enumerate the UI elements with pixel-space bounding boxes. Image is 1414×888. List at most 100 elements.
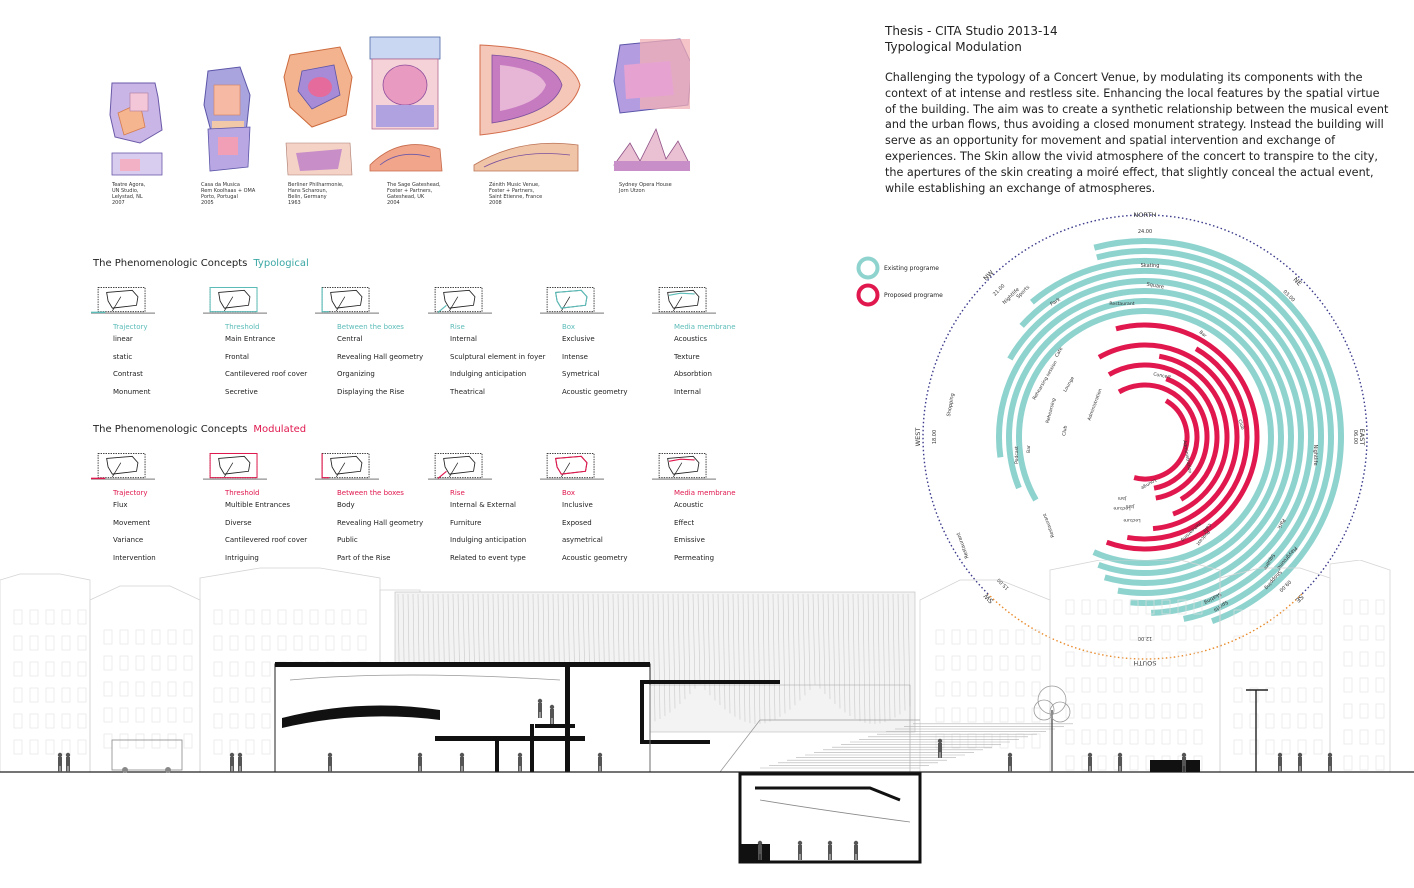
skin-fin	[717, 593, 721, 706]
proposed-program-label: Jam	[1117, 495, 1127, 501]
window	[13, 609, 23, 625]
window	[1233, 635, 1243, 651]
window	[77, 635, 87, 651]
skin-fin	[762, 593, 766, 724]
concept-item: Intriguing	[225, 553, 259, 562]
window	[1129, 677, 1139, 693]
existing-program-label: Shopping	[946, 393, 956, 417]
window	[1359, 625, 1369, 641]
concepts-heading-text: The Phenomenologic Concepts	[93, 424, 248, 435]
proposed-program-label: Administration	[1181, 440, 1193, 474]
window	[77, 687, 87, 703]
concept-item: Acoustics	[674, 335, 708, 343]
window	[1031, 629, 1041, 645]
title-line-2: Typological Modulation	[885, 40, 1022, 54]
radial-diagram-svg: NORTHSOUTHEASTWESTNENWSESW24.0012.0018.0…	[914, 211, 1368, 667]
window	[1081, 677, 1091, 693]
window	[293, 635, 303, 651]
window	[1343, 755, 1353, 771]
window	[1281, 609, 1291, 625]
proposed-program-label: Cafe	[1201, 522, 1212, 534]
existing-program-arc	[996, 288, 1294, 586]
window	[357, 609, 367, 625]
legend-proposed-ring	[856, 283, 880, 307]
skin-fin	[707, 593, 711, 696]
window	[983, 733, 993, 749]
window	[213, 609, 223, 625]
proposed-program-arc	[1126, 346, 1250, 542]
window	[935, 681, 945, 697]
skin-fin	[867, 593, 871, 724]
window	[1297, 635, 1307, 651]
concept-item: Monument	[113, 387, 151, 396]
proposed-program-arc	[1105, 322, 1260, 552]
window	[1145, 729, 1155, 745]
concept-thumbnail	[540, 453, 604, 480]
direction-ne: NE	[1291, 276, 1303, 288]
window	[1113, 625, 1123, 641]
window	[1297, 661, 1307, 677]
concept-name: Media membrane	[674, 323, 736, 331]
window	[229, 739, 239, 755]
skin-fin	[677, 593, 681, 705]
skin-fin	[802, 593, 806, 696]
skin-fin	[902, 593, 906, 711]
bench	[1150, 760, 1200, 772]
window	[1343, 651, 1353, 667]
window	[183, 707, 193, 723]
window	[1129, 703, 1139, 719]
ref-caption: Casa da Musica Rem Koolhaas + OMA Porto,…	[201, 182, 256, 206]
window	[1113, 599, 1123, 615]
window	[1281, 739, 1291, 755]
concept-name: Box	[562, 323, 576, 331]
section-drawing-svg	[0, 559, 1414, 864]
window	[61, 609, 71, 625]
skin-fin	[897, 593, 901, 715]
window	[1065, 729, 1075, 745]
skin-fin	[847, 593, 851, 717]
window	[61, 739, 71, 755]
window	[135, 629, 145, 645]
window	[1375, 599, 1385, 615]
ref-plan-sydney	[613, 38, 693, 171]
skin-fin	[797, 593, 801, 701]
window	[1161, 729, 1171, 745]
skin-fin	[872, 593, 876, 724]
window	[999, 655, 1009, 671]
existing-program-arc	[1093, 238, 1344, 624]
window	[1129, 599, 1139, 615]
window	[245, 713, 255, 729]
window	[1233, 713, 1243, 729]
window	[13, 635, 23, 651]
skin-fin	[812, 593, 816, 685]
person-silhouette	[537, 698, 543, 718]
skin-fin	[822, 593, 826, 694]
time-label: 21.00	[992, 283, 1006, 297]
concept-name: Trajectory	[113, 323, 148, 331]
concept-item: Intense	[562, 352, 588, 361]
concept-item: Furniture	[450, 518, 482, 527]
window	[357, 635, 367, 651]
window	[1015, 655, 1025, 671]
window	[183, 655, 193, 671]
proposed-program-label: Club	[1236, 419, 1245, 431]
window	[183, 681, 193, 697]
concept-item: Permeating	[674, 553, 715, 562]
skin-fin	[862, 593, 866, 723]
proposed-program-label: Bar	[1198, 329, 1208, 339]
window	[1113, 703, 1123, 719]
window	[1265, 609, 1275, 625]
window	[1313, 635, 1323, 651]
concept-name: Rise	[450, 323, 465, 331]
window	[77, 609, 87, 625]
proposed-program-label: Cafe	[1054, 346, 1065, 358]
window	[1343, 599, 1353, 615]
concept-name: Media membrane	[674, 489, 736, 497]
concept-item: Internal	[450, 335, 477, 343]
window	[1265, 713, 1275, 729]
concepts-heading-accent: Modulated	[253, 424, 307, 435]
concept-item: linear	[113, 335, 133, 343]
window	[967, 707, 977, 723]
concept-item: Symetrical	[562, 370, 600, 379]
concept-item: Exclusive	[562, 335, 595, 343]
